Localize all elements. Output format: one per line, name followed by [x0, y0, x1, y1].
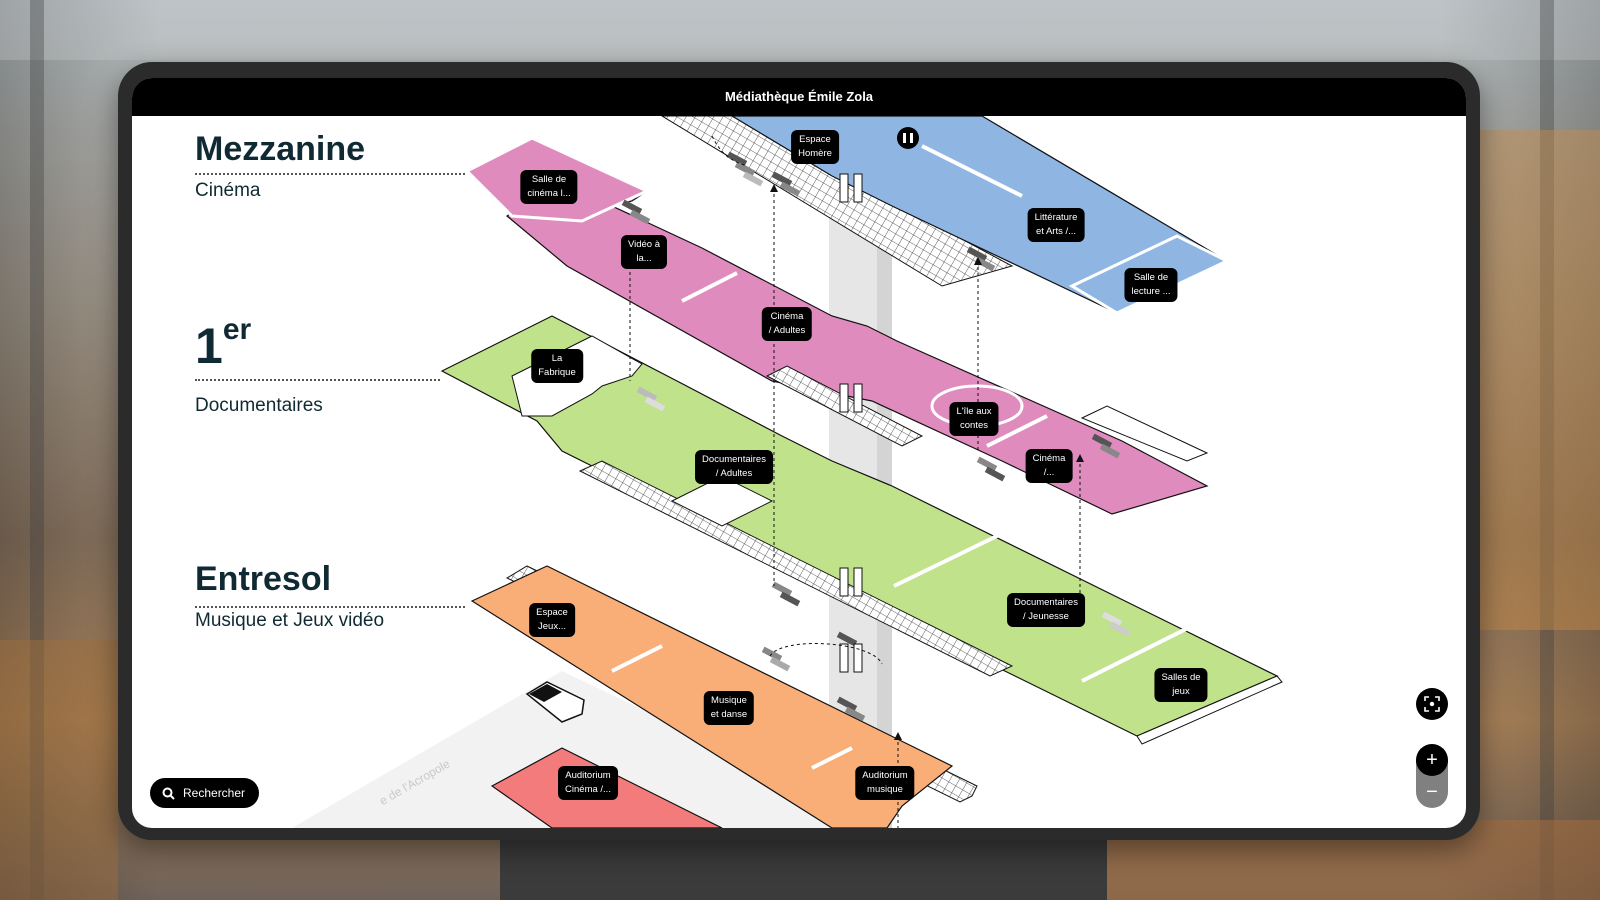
area-label[interactable]: Littérature et Arts /...	[1027, 208, 1085, 242]
area-label[interactable]: Cinéma / Adultes	[761, 307, 813, 341]
area-label[interactable]: Documentaires / Jeunesse	[1007, 593, 1085, 627]
area-label[interactable]: Musique et danse	[703, 691, 755, 725]
floor-premier-block: 1er Documentaires	[195, 315, 323, 417]
area-label[interactable]: Vidéo à la...	[620, 235, 668, 269]
leader-line-mezzanine	[195, 173, 465, 175]
search-icon	[162, 787, 175, 800]
kiosk-stand	[500, 838, 1107, 900]
area-label[interactable]: Salle de lecture ...	[1124, 268, 1178, 302]
area-label[interactable]: Espace Jeux...	[529, 603, 575, 637]
zoom-in-button[interactable]: +	[1416, 744, 1448, 776]
floor-title-premier-sup: er	[222, 313, 252, 346]
floor-title-premier: 1er	[195, 315, 323, 374]
area-label[interactable]: Espace Homère	[791, 130, 839, 164]
recenter-icon	[1424, 696, 1440, 712]
zoom-out-button[interactable]: −	[1426, 781, 1438, 803]
floor-title-mezzanine: Mezzanine	[195, 130, 366, 168]
elevators	[839, 173, 863, 673]
kiosk-screen: Médiathèque Émile Zola	[132, 78, 1466, 828]
mezzanine-floor	[464, 116, 1231, 515]
area-label[interactable]: Salle de cinéma l...	[520, 170, 578, 204]
area-label[interactable]: Auditorium musique	[855, 766, 915, 800]
app-title: Médiathèque Émile Zola	[132, 78, 1466, 116]
leader-line-premier	[195, 379, 440, 381]
floor-theme-premier: Documentaires	[195, 395, 323, 416]
search-button-label: Rechercher	[183, 786, 246, 800]
area-label[interactable]: Cinéma /...	[1025, 449, 1073, 483]
floor-title-premier-number: 1	[195, 318, 223, 374]
zoom-controls: + −	[1416, 744, 1448, 808]
floor-entresol-block: Entresol Musique et Jeux vidéo	[195, 562, 384, 632]
recenter-button[interactable]	[1416, 688, 1448, 720]
floor-title-entresol: Entresol	[195, 560, 332, 598]
area-label[interactable]: Documentaires / Adultes	[695, 450, 773, 484]
search-button[interactable]: Rechercher	[150, 778, 260, 808]
area-label[interactable]: La Fabrique	[531, 349, 583, 383]
floor-mezzanine-block: Mezzanine Cinéma	[195, 132, 365, 202]
floor-theme-entresol: Musique et Jeux vidéo	[195, 610, 385, 631]
premier-floor	[440, 315, 1283, 745]
leader-line-entresol	[195, 606, 465, 608]
kiosk-frame: Médiathèque Émile Zola	[118, 62, 1480, 840]
area-label[interactable]: Auditorium Cinéma /...	[558, 766, 618, 800]
area-label[interactable]: L'île aux contes	[949, 402, 999, 436]
floor-theme-mezzanine: Cinéma	[195, 180, 261, 201]
restroom-icon	[897, 127, 919, 149]
floor-map[interactable]: Mezzanine Cinéma 1er Documentaires Entre…	[132, 116, 1466, 828]
area-label[interactable]: Salles de jeux	[1154, 668, 1208, 702]
isometric-building-plan	[292, 116, 1283, 828]
